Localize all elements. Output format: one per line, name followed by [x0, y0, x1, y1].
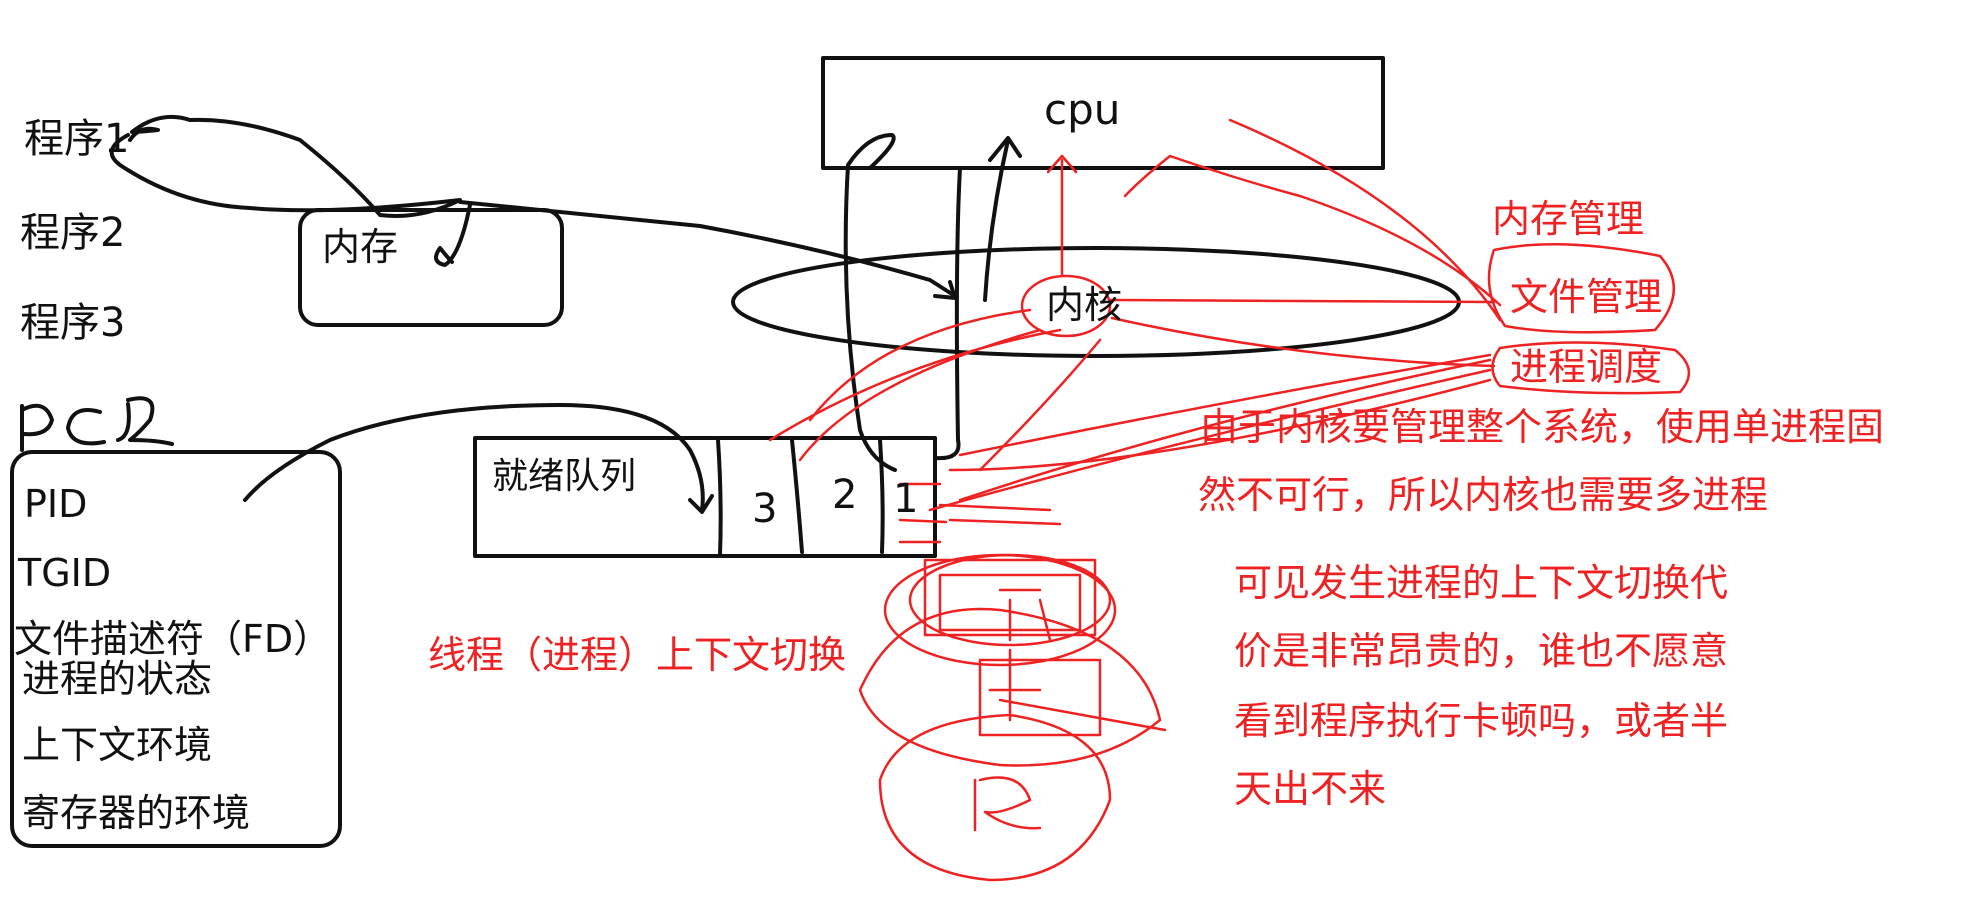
note-cost-line-4: 天出不来 [1234, 767, 1386, 811]
memory-management-label: 内存管理 [1492, 197, 1644, 241]
process-scheduling-circle [1491, 341, 1690, 395]
kernel-label: 内核 [1046, 283, 1122, 327]
note-cost-line-1: 可见发生进程的上下文切换代 [1234, 561, 1728, 605]
fan-line-4 [958, 353, 1492, 457]
kernel-to-cpu-arrowhead [988, 136, 1022, 162]
cpu-label: cpu [1044, 85, 1120, 134]
fan-line-5 [768, 328, 1062, 442]
file-management-circle [1487, 243, 1675, 334]
note-cost-line-2: 价是非常昂贵的，谁也不愿意 [1234, 629, 1728, 673]
slot1-bars [938, 503, 1062, 526]
file-management-label: 文件管理 [1510, 275, 1662, 319]
note-cost-line-3: 看到程序执行卡顿吗，或者半 [1234, 699, 1728, 743]
fan-line-7 [808, 308, 1032, 422]
fan-line-8 [978, 338, 1102, 472]
kernel-to-cpu-red-arrowhead [1046, 154, 1078, 174]
program-3-label: 程序3 [20, 300, 125, 346]
queue-slot-1: 1 [893, 476, 918, 522]
note-multi-process-line-1: 由于内核要管理整个系统，使用单进程固 [1200, 405, 1884, 449]
pcb-title-p [20, 403, 54, 452]
kernel-highlight-circle [1020, 274, 1112, 338]
cpu-box [821, 56, 1385, 170]
pcb-field-state: 进程的状态 [22, 657, 212, 701]
red-strokes [768, 118, 1690, 882]
note-multi-process-line-2: 然不可行，所以内核也需要多进程 [1198, 473, 1768, 517]
pcb-field-fd: 文件描述符（FD） [14, 617, 331, 661]
ready-queue-box [473, 436, 937, 558]
pcb-to-queue-arrowhead [688, 494, 714, 514]
memory-label: 内存 [322, 225, 398, 269]
fan-line-1 [958, 358, 1492, 502]
pcb-field-tgid: TGID [17, 551, 111, 595]
pcb-field-context: 上下文环境 [22, 723, 212, 767]
pcb-title-b [116, 396, 174, 446]
program-2-label: 程序2 [20, 210, 125, 256]
pcb-to-queue-arrow [243, 403, 705, 512]
function-to-cpu-arrow [1123, 154, 1502, 307]
memory-hook [434, 203, 472, 267]
context-scribble-3 [858, 607, 1162, 767]
schedule-to-kernel-arrow [1110, 316, 1496, 368]
kernel-to-cpu-line [983, 138, 1010, 302]
cpu-to-queue-line-1 [843, 133, 897, 472]
queue-slot-3: 3 [752, 486, 777, 532]
program-1-label: 程序1 [24, 116, 129, 162]
black-labels: 程序1 程序2 程序3 内存 cpu 内核 就绪队列 3 2 1 PID TGI… [14, 85, 1122, 835]
pcb-title-c [66, 408, 106, 446]
context-switch-label: 线程（进程）上下文切换 [428, 633, 846, 677]
pcb-box [10, 450, 342, 848]
fan-line-6 [798, 328, 1042, 462]
cpu-to-queue-line-2 [933, 166, 962, 461]
context-scribble-box-3 [978, 658, 1102, 737]
function-to-cpu-arrow-2 [1228, 118, 1502, 322]
red-labels: 内存管理 文件管理 进程调度 线程（进程）上下文切换 由于内核要管理整个系统，使… [428, 197, 1884, 811]
black-strokes [10, 56, 1461, 848]
context-scribble-2 [908, 553, 1112, 647]
context-scribble-letter [973, 776, 1042, 832]
queue-divider-1 [716, 438, 723, 557]
ready-queue-label: 就绪队列 [492, 456, 636, 497]
fan-line-3 [948, 378, 1492, 472]
context-scribble-marks [998, 588, 1052, 642]
queue-divider-3 [878, 438, 885, 554]
context-scribble-4 [878, 713, 1112, 882]
program-to-kernel-arrow [458, 200, 957, 298]
queue-divider-2 [790, 438, 804, 554]
pcb-field-pid: PID [24, 482, 87, 526]
file-to-kernel-arrow [1108, 298, 1496, 304]
slot1-marks [898, 482, 948, 544]
queue-slot-2: 2 [832, 472, 857, 518]
pcb-field-registers: 寄存器的环境 [22, 791, 250, 835]
program1-memory-loop [109, 114, 462, 218]
context-scribble-line [998, 698, 1167, 732]
context-scribble-cross [988, 648, 1042, 722]
process-scheduling-label: 进程调度 [1510, 345, 1662, 389]
fan-line-2 [928, 368, 1492, 512]
